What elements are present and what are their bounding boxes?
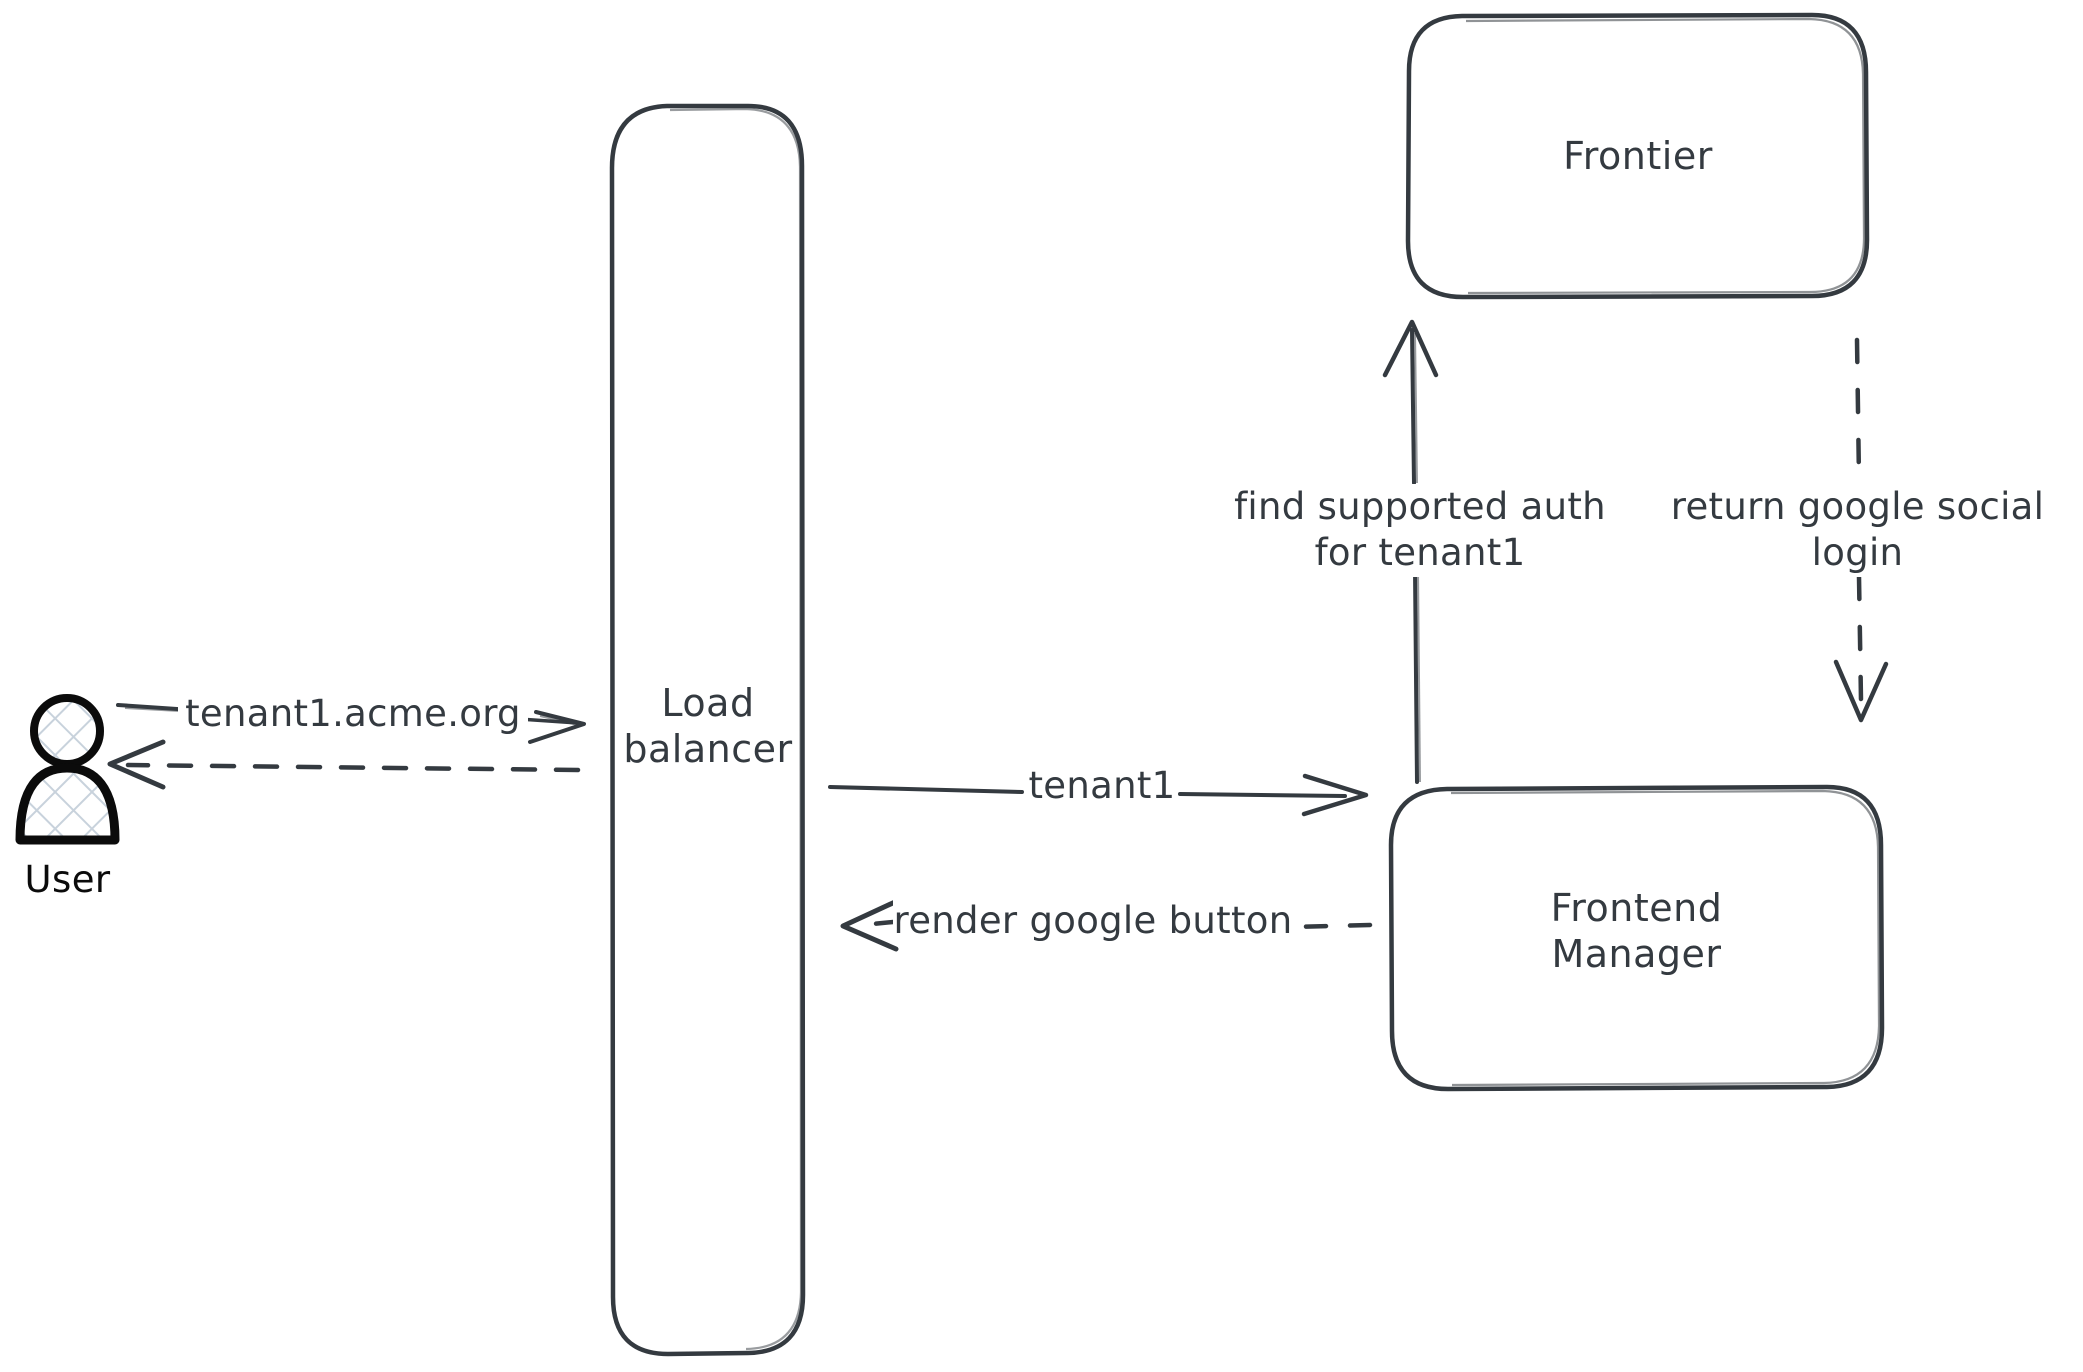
edge-user-to-lb[interactable] [116, 703, 586, 744]
user-actor-icon[interactable] [15, 694, 120, 845]
user-actor-node[interactable] [14, 694, 122, 846]
load-balancer-shape[interactable] [609, 103, 806, 1357]
edge-fm-to-lb[interactable] [840, 899, 1373, 952]
edge-lb-to-fm[interactable] [828, 773, 1369, 817]
frontend-manager-shape[interactable] [1388, 784, 1885, 1092]
frontier-shape[interactable] [1405, 12, 1870, 300]
load-balancer-node[interactable] [612, 105, 804, 1355]
frontier-node[interactable] [1408, 14, 1868, 298]
edge-frontier-to-fm[interactable] [1833, 337, 1889, 723]
edge-fm-to-frontier[interactable] [1382, 319, 1439, 784]
frontend-manager-node[interactable] [1391, 787, 1883, 1090]
edge-lb-to-user[interactable] [107, 739, 581, 790]
